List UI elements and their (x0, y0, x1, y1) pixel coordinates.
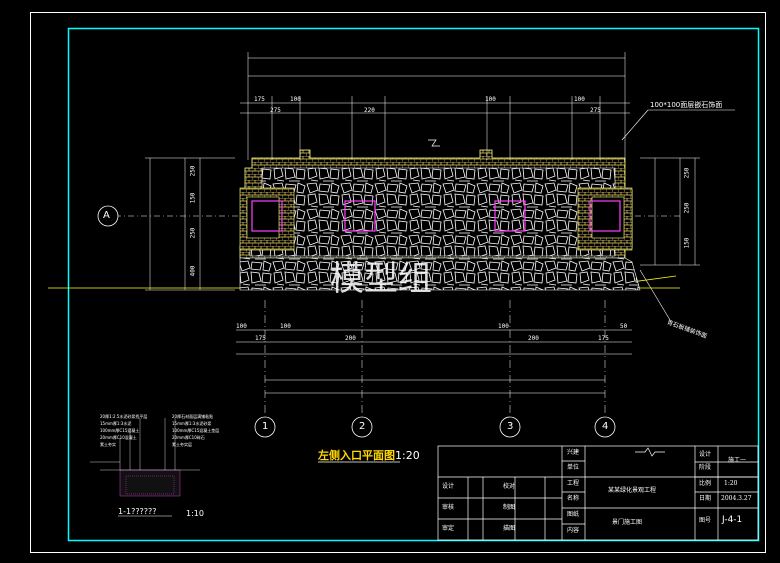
watermark-text: 模型组 (330, 259, 432, 299)
axis-label-1: 1 (262, 421, 269, 432)
tb-drawing-name: 景门施工图 (612, 519, 643, 526)
axis-label-2: 2 (359, 421, 366, 432)
section-label-8: 100mm厚C15混凝土垫层 (172, 428, 220, 433)
dim-mid-2: 100 (280, 323, 291, 330)
tb-date-label: 日期 (699, 495, 712, 502)
tb-stage-val: 施工一 (728, 457, 747, 464)
axis-bubble-4 (594, 416, 616, 438)
tb-no-label: 图号 (699, 517, 712, 524)
section-title: 1-1?????? (118, 507, 157, 516)
axis-column-lines (264, 300, 606, 416)
dim-top-4: 100 (574, 96, 585, 103)
dim-mid-5: 175 (255, 335, 266, 342)
leader-top-right (621, 109, 649, 141)
dim-mid-4: 50 (620, 323, 628, 330)
tb-stage-label: 设计 (699, 451, 712, 458)
section-scale: 1:10 (186, 509, 204, 518)
axis-label-3: 3 (507, 421, 514, 432)
dim-mid-7: 200 (528, 335, 539, 342)
dim-top-6: 220 (364, 107, 375, 114)
section-label-2: 15mm厚1:3水泥 (100, 421, 132, 426)
tb-c5-r4: 名称 (567, 495, 580, 502)
dim-mid-3: 100 (498, 323, 509, 330)
axis-label-a: A (103, 210, 110, 221)
axis-label-4: 4 (602, 421, 609, 432)
tb-no-val: J-4-1 (722, 515, 743, 525)
dim-mid-1: 100 (236, 323, 247, 330)
lower-dimensions (236, 329, 632, 394)
pillar-gap-right (591, 196, 625, 239)
section-detail (90, 418, 200, 497)
tb-date-val: 2004.3.27 (721, 495, 752, 502)
dim-right-1: 250 (683, 167, 691, 179)
column-4 (589, 200, 621, 232)
tb-c5-r6: 内容 (567, 527, 580, 534)
column-2 (344, 200, 376, 232)
axis-bubble-2 (351, 416, 373, 438)
tb-project: 某某绿化景观工程 (608, 487, 657, 494)
column-3 (494, 200, 526, 232)
section-label-5: 素土夯实 (100, 442, 116, 447)
dim-left-3: 250 (189, 227, 197, 239)
dim-top-1: 175 (254, 96, 265, 103)
leader-right-lower (639, 269, 671, 321)
side-dimensions (145, 157, 700, 291)
section-label-1: 20厚1:2.5水泥砂浆找平层 (100, 414, 148, 419)
gate-stone-infill (249, 167, 616, 257)
axis-bubbles (97, 205, 616, 438)
section-label-3: 100mm厚C15混凝土 (100, 428, 140, 433)
column-1 (251, 200, 283, 232)
section-label-4: 20mm厚C10混凝土 (100, 435, 137, 440)
dim-top-3: 100 (485, 96, 496, 103)
axis-bubble-a (97, 205, 119, 227)
dim-right-2: 250 (683, 202, 691, 214)
section-label-6: 20厚石材面层满铺粘贴 (172, 414, 214, 419)
plan-scale: 1:20 (395, 449, 420, 462)
tb-c5-r1: 兴建 (567, 449, 580, 456)
frame-outer (30, 12, 766, 553)
dim-left-2: 150 (189, 192, 197, 204)
dim-mid-6: 200 (345, 335, 356, 342)
dim-top-5: 275 (270, 107, 281, 114)
section-label-9: 20mm厚C10碎石 (172, 435, 205, 440)
section-label-7: 15mm厚1:3水泥砂浆 (172, 421, 212, 426)
tb-c1-r1: 设计 (442, 483, 455, 490)
tb-scale-label: 比例 (699, 480, 712, 487)
dim-left-1: 250 (189, 165, 197, 177)
title-block-lines (437, 445, 759, 541)
tb-c3-r3: 描图 (503, 525, 516, 532)
tb-c1-r3: 审定 (442, 525, 455, 532)
tb-c1-r2: 审核 (442, 504, 455, 511)
tb-c3-r2: 制图 (503, 504, 516, 511)
tb-scale-val: 1:20 (724, 480, 738, 487)
axis-bubble-3 (499, 416, 521, 438)
tb-c3-r1: 校对 (503, 483, 516, 490)
annotation-stone-finish: 100*100面层嵌石饰面 (650, 101, 723, 109)
break-mark (428, 139, 440, 147)
gate-base (239, 257, 641, 291)
plan-title: 左侧入口平面图 (318, 449, 395, 462)
axis-bubble-1 (254, 416, 276, 438)
tb-sheet-label: 阶段 (699, 464, 712, 471)
dim-top-2: 100 (290, 96, 301, 103)
dim-left-4: 400 (189, 265, 197, 277)
top-dimensions (240, 52, 630, 160)
frame-inner (67, 27, 760, 542)
dim-mid-8: 175 (598, 335, 609, 342)
tb-c5-r3: 工程 (567, 480, 580, 487)
dim-top-7: 275 (590, 107, 601, 114)
dim-right-3: 150 (683, 237, 691, 249)
tb-c5-r5: 图纸 (567, 511, 580, 518)
section-label-10: 素土夯实层 (172, 442, 192, 447)
tb-c5-r2: 单位 (567, 464, 580, 471)
